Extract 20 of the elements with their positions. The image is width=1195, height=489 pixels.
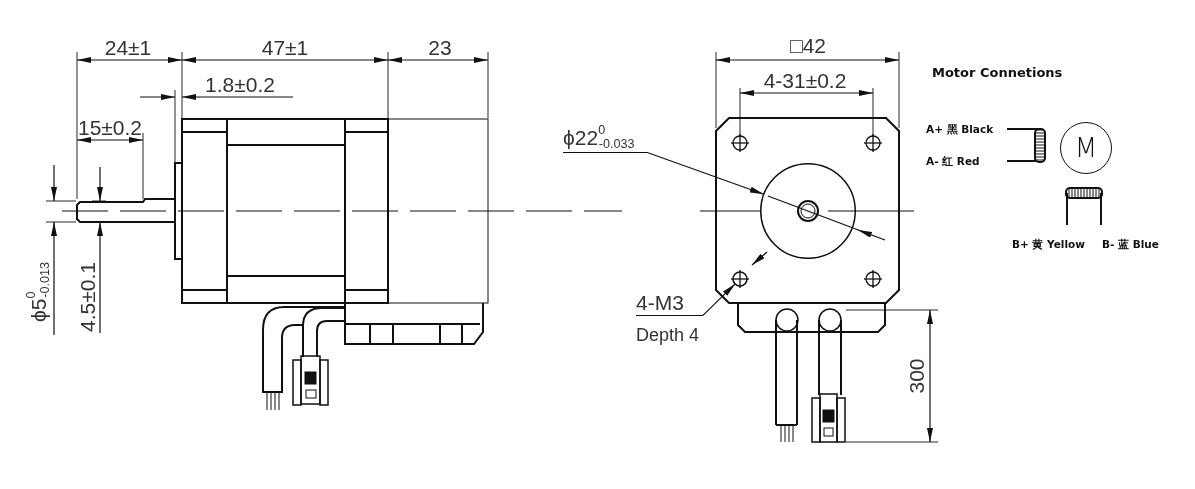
leader-line	[702, 283, 736, 316]
dimension-label: 24±1	[104, 36, 152, 58]
wire-label: A- 红 Red	[926, 155, 980, 167]
dimension-label: 47±1	[261, 36, 309, 58]
dimension-label: □42	[790, 34, 826, 56]
dimension-label: 15±0.2	[77, 116, 143, 138]
centering-boss	[760, 163, 856, 259]
dimension-label: 1.8±0.2	[205, 73, 275, 95]
dimension-label: 4-31±0.2	[763, 69, 847, 91]
dimension-label: 300	[905, 358, 927, 394]
dimension-label: 4.5±0.1	[76, 262, 98, 332]
mounting-hole	[731, 270, 749, 288]
wire-label: B+ 黄 Yellow	[1012, 238, 1085, 250]
note-text: Depth 4	[636, 326, 700, 344]
leader-line	[647, 152, 765, 195]
section-title: Motor Connetions	[932, 65, 1063, 79]
dimension-label: 23	[428, 36, 452, 58]
dimension-label: 4-M3	[636, 292, 703, 316]
wire-label: B- 蓝 Blue	[1102, 238, 1159, 250]
wire-label: A+ 黑 Black	[926, 123, 994, 135]
